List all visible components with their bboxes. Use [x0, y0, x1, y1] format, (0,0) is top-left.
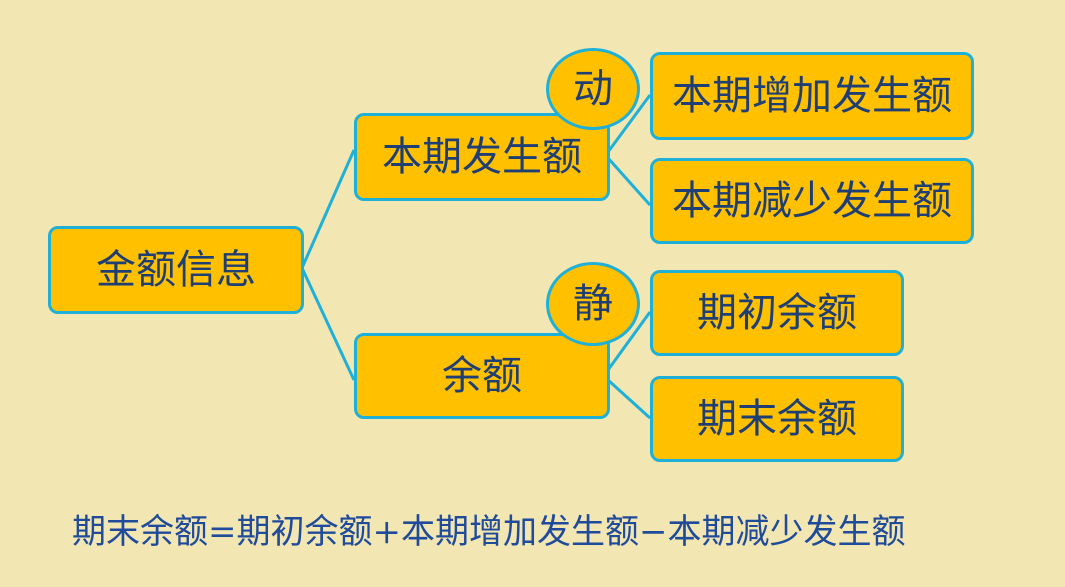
tag-static-badge: 静: [546, 262, 640, 346]
leaf-node-opening-balance: 期初余额: [650, 270, 904, 356]
connector-root-to-branch-1: [300, 149, 356, 269]
leaf-node-closing-balance: 期末余额: [650, 376, 904, 462]
tag-dynamic-badge: 动: [546, 48, 640, 130]
balance-formula: 期末余额=期初余额+本期增加发生额−本期减少发生额: [72, 512, 906, 552]
leaf-node-current-increase: 本期增加发生额: [650, 52, 974, 140]
root-node: 金额信息: [48, 226, 304, 314]
connector-branch-2-to-opening: [606, 311, 652, 371]
branch-node-balance: 余额: [354, 333, 610, 419]
connector-root-to-branch-2: [300, 267, 356, 381]
leaf-node-current-decrease: 本期减少发生额: [650, 158, 974, 244]
connector-branch-2-to-closing: [606, 378, 652, 420]
branch-node-current-period-amount: 本期发生额: [354, 113, 610, 201]
connector-branch-1-to-decrease: [606, 157, 652, 206]
connector-branch-1-to-increase: [606, 94, 652, 153]
